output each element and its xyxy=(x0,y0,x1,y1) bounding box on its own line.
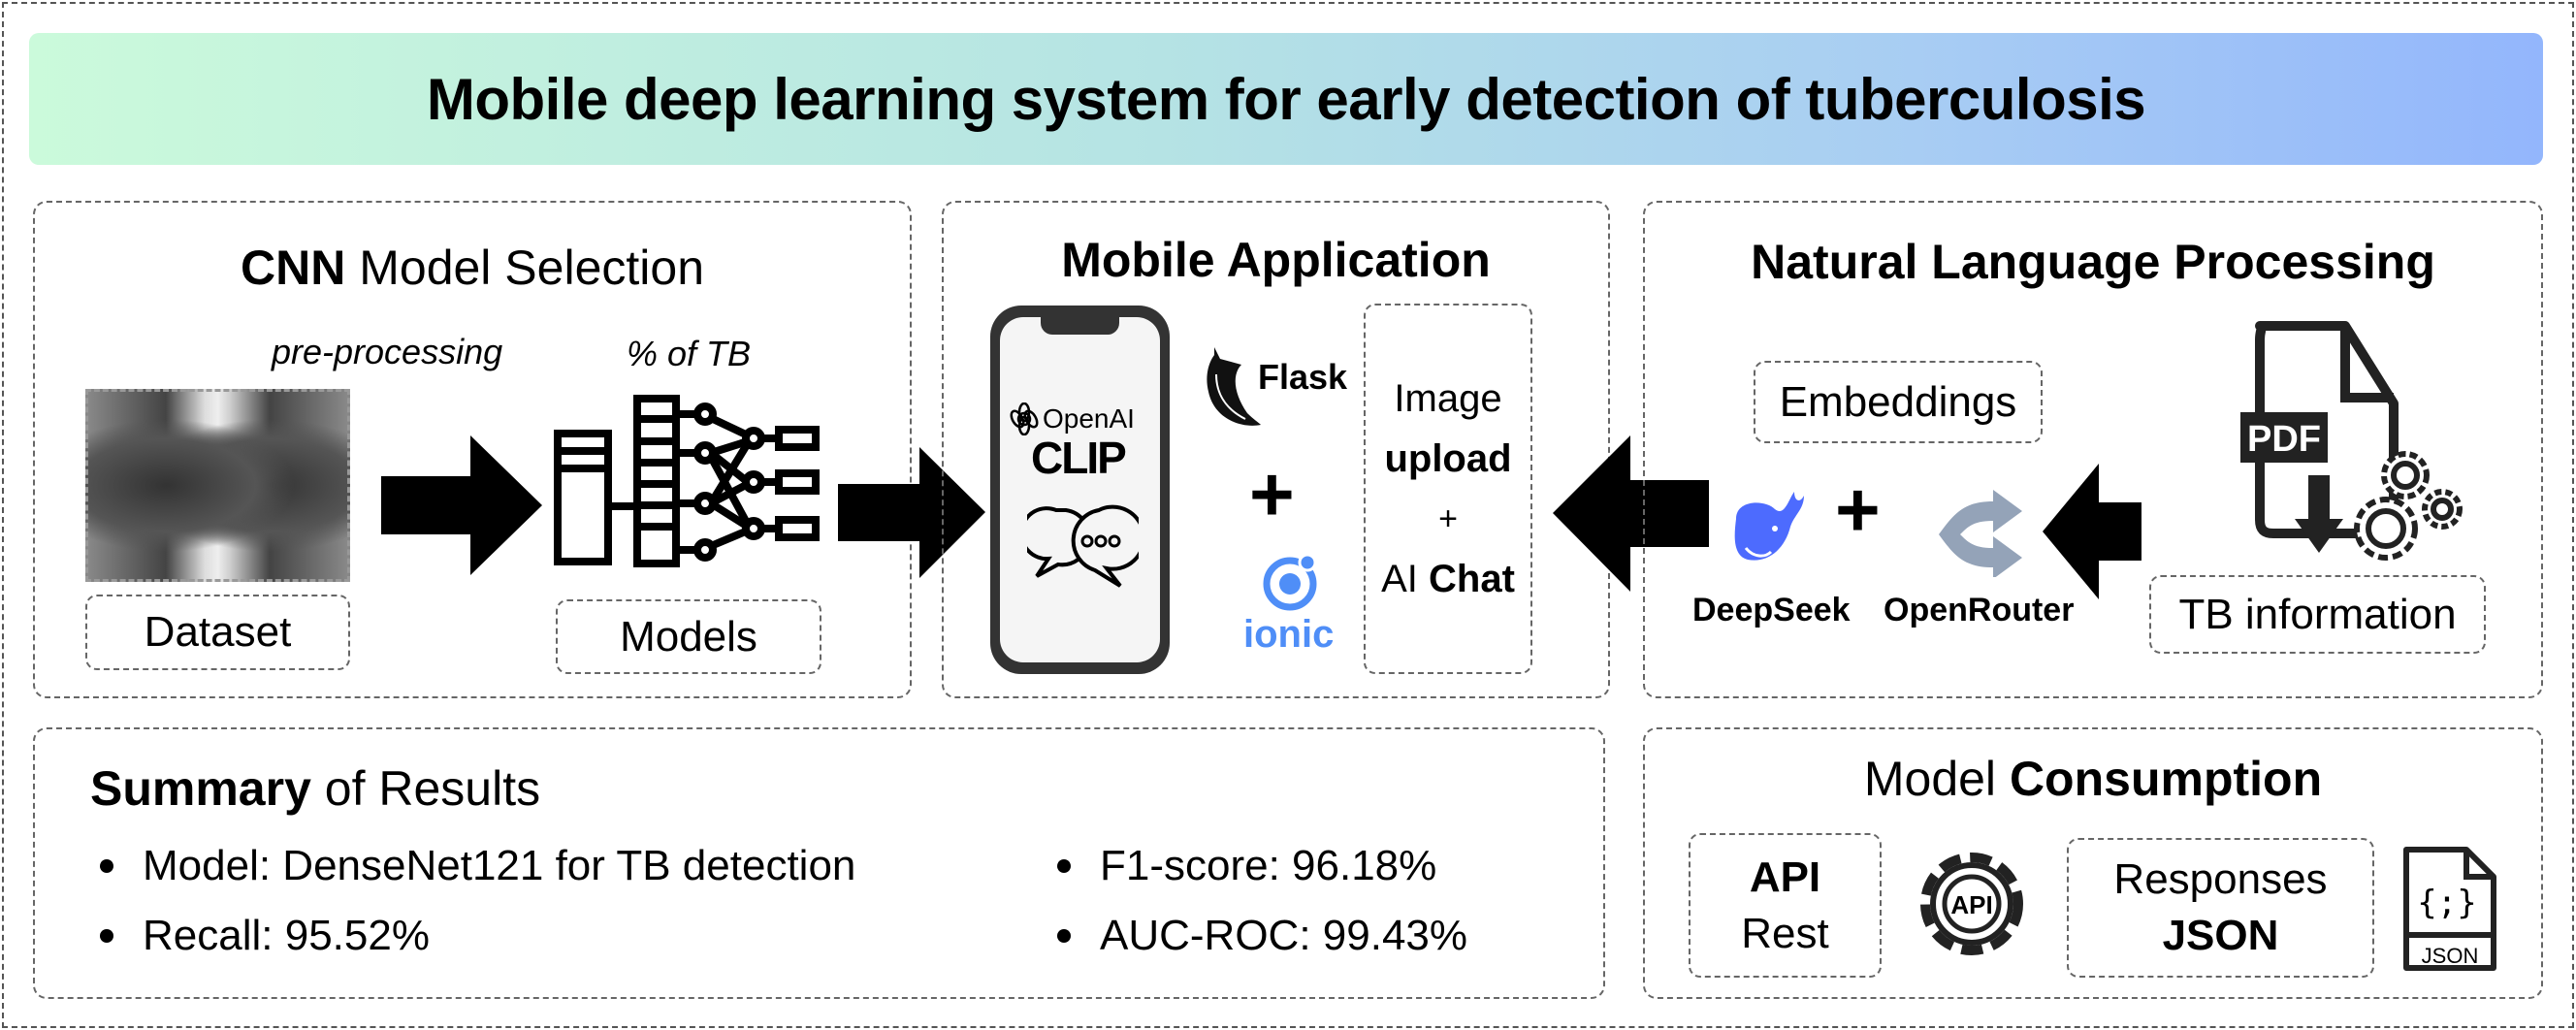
plus-label: + xyxy=(1438,500,1458,537)
consumption-heading-rest: Model xyxy=(1863,752,1997,806)
dataset-label: Dataset xyxy=(144,608,292,656)
image-upload-chat-box: Image upload + AI Chat xyxy=(1364,304,1532,674)
result-text: AUC-ROC: 99.43% xyxy=(1100,912,1468,959)
image-label: Image xyxy=(1394,377,1502,420)
api-icon-text: API xyxy=(1950,890,1992,919)
api-label: API xyxy=(1749,853,1821,901)
arrow-left-icon xyxy=(2043,464,2141,599)
clip-label: CLIP xyxy=(1031,433,1127,483)
json-braces-text: {;} xyxy=(2417,884,2476,922)
upload-label: upload xyxy=(1384,437,1512,480)
ionic-label: ionic xyxy=(1243,613,1335,656)
plus-icon: + xyxy=(1835,467,1881,553)
deepseek-label: DeepSeek xyxy=(1692,592,1851,628)
responses-label: Responses xyxy=(2113,855,2328,903)
nlp-panel: Natural Language Processing xyxy=(1643,201,2543,698)
embeddings-box: Embeddings xyxy=(1754,361,2043,443)
result-item: Model: DenseNet121 for TB detection xyxy=(100,842,855,890)
json-file-icon: {;} JSON xyxy=(2403,847,2496,971)
dataset-box: Dataset xyxy=(85,595,350,670)
result-text: F1-score: 96.18% xyxy=(1100,842,1437,889)
result-item: AUC-ROC: 99.43% xyxy=(1057,912,1467,960)
phone-illustration: OpenAI CLIP xyxy=(990,306,1170,674)
result-item: Recall: 95.52% xyxy=(100,912,430,960)
summary-heading: Summary of Results xyxy=(90,760,540,817)
openrouter-label: OpenRouter xyxy=(1884,592,2075,628)
ai-label: AI xyxy=(1381,558,1418,600)
openai-label: OpenAI xyxy=(1043,403,1135,434)
pdf-document-icon: PDF xyxy=(2240,321,2463,561)
consumption-heading: Model Consumption xyxy=(1645,751,2541,807)
json-icon-text: JSON xyxy=(2422,944,2479,968)
preprocessing-label: pre-processing xyxy=(272,332,503,371)
title-banner: Mobile deep learning system for early de… xyxy=(29,33,2543,165)
consumption-heading-bold: Consumption xyxy=(2009,752,2323,806)
cnn-heading-rest: Model Selection xyxy=(359,241,704,295)
arrow-right-icon xyxy=(838,447,985,578)
tb-information-box: TB information xyxy=(2149,575,2486,654)
summary-panel xyxy=(33,727,1605,999)
summary-heading-rest: of Results xyxy=(324,761,541,816)
xray-image xyxy=(85,389,350,582)
arrow-left-icon xyxy=(1553,435,1709,592)
api-gear-icon: API xyxy=(1920,853,2023,955)
openrouter-icon xyxy=(1939,490,2022,577)
result-item: F1-score: 96.18% xyxy=(1057,842,1436,890)
mobile-panel: Mobile Application xyxy=(942,201,1610,698)
summary-heading-bold: Summary xyxy=(90,761,311,816)
pct-tb-label: % of TB xyxy=(627,334,752,373)
cnn-panel: CNN Model Selection xyxy=(33,201,912,698)
openai-icon xyxy=(1010,402,1039,435)
rest-label: Rest xyxy=(1741,909,1829,957)
responses-json-box: Responses JSON xyxy=(2067,838,2374,978)
mobile-heading: Mobile Application xyxy=(1061,233,1491,287)
plus-icon: + xyxy=(1249,451,1295,537)
pdf-label: PDF xyxy=(2247,419,2321,460)
consumption-panel: Model Consumption xyxy=(1643,727,2543,999)
api-rest-box: API Rest xyxy=(1689,833,1882,978)
models-box: Models xyxy=(556,599,821,674)
flask-icon xyxy=(1207,347,1261,426)
openai-logo: OpenAI xyxy=(1008,402,1135,435)
nlp-heading: Natural Language Processing xyxy=(1751,235,2435,289)
chat-bubbles-icon xyxy=(1027,504,1139,588)
chat-label: Chat xyxy=(1429,558,1515,600)
ionic-icon xyxy=(1263,553,1317,611)
neural-network-icon xyxy=(554,395,820,567)
tb-information-label: TB information xyxy=(2178,590,2457,638)
result-text: Model: DenseNet121 for TB detection xyxy=(143,842,856,889)
embeddings-label: Embeddings xyxy=(1779,377,2017,426)
arrow-right-icon xyxy=(381,435,542,575)
cnn-heading: CNN Model Selection xyxy=(35,240,910,296)
deepseek-whale-icon xyxy=(1734,492,1804,561)
json-label: JSON xyxy=(2162,912,2279,959)
flask-label: Flask xyxy=(1258,357,1348,397)
result-text: Recall: 95.52% xyxy=(143,912,430,959)
models-label: Models xyxy=(620,612,757,660)
cnn-heading-bold: CNN xyxy=(241,241,346,295)
page-title: Mobile deep learning system for early de… xyxy=(426,66,2146,132)
